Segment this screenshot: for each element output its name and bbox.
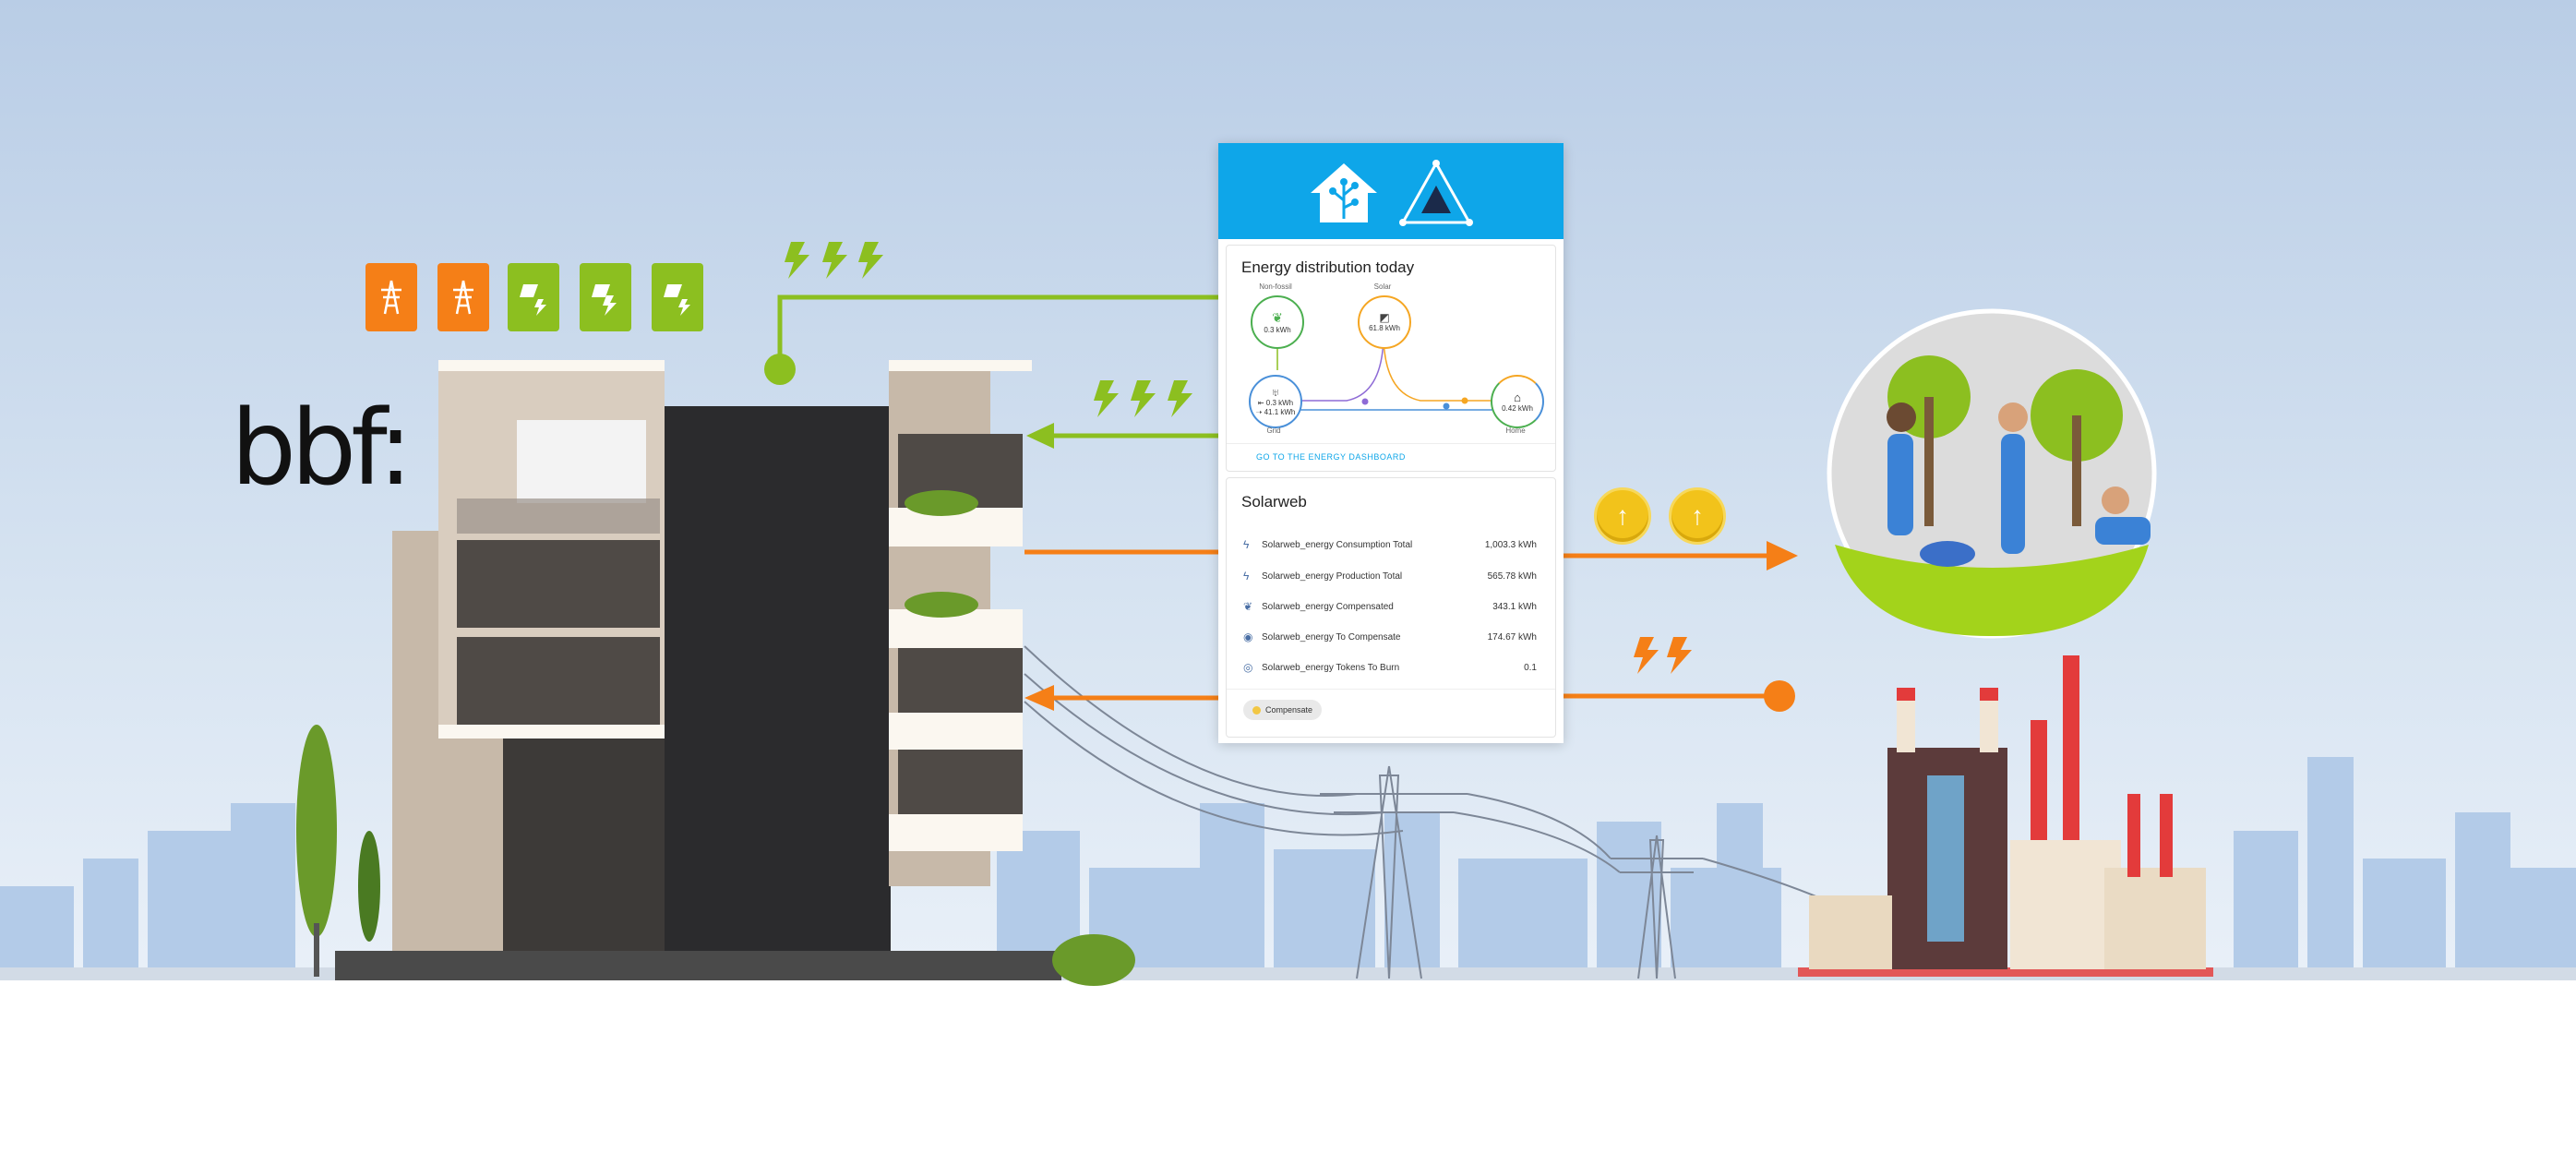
row-label: Solarweb_energy Tokens To Burn <box>1262 662 1400 673</box>
home-node[interactable]: ⌂ 0.42 kWh <box>1491 375 1544 428</box>
solar-label: Solar <box>1373 282 1392 291</box>
lightning-icon: ϟ <box>1243 570 1250 582</box>
badge-solar-2 <box>580 263 631 331</box>
home-assistant-icon <box>1311 163 1377 222</box>
row-value: 174.67 kWh <box>1487 631 1537 643</box>
solar-panel-icon <box>520 284 546 316</box>
solar-panel-icon <box>664 284 690 316</box>
row-value: 343.1 kWh <box>1492 601 1537 612</box>
lightning-bolts-green <box>785 242 1192 417</box>
city-skyline <box>0 757 2576 979</box>
trees-left <box>296 490 1135 986</box>
energy-flow-lines <box>764 294 1798 712</box>
solar-battery-icon <box>592 284 617 316</box>
compensate-label: Compensate <box>1265 705 1313 715</box>
coin-icon: ↑ <box>1594 487 1651 545</box>
grid-node[interactable]: ♅ ⇤ 0.3 kWh ➝ 41.1 kWh <box>1249 375 1302 428</box>
solarweb-row[interactable]: ◉ Solarweb_energy To Compensate 174.67 k… <box>1243 626 1537 648</box>
community-planting-scene <box>1827 308 2157 639</box>
energy-dashboard-link[interactable]: GO TO THE ENERGY DASHBOARD <box>1256 452 1406 462</box>
grid-value-in: ⇤ 0.3 kWh <box>1257 399 1294 408</box>
solarweb-title: Solarweb <box>1241 493 1307 510</box>
compensate-icon: ◉ <box>1243 631 1253 643</box>
lightning-bolts-orange <box>1634 637 1692 674</box>
triangle-logo-icon <box>1399 160 1473 226</box>
grid-label: Grid <box>1266 426 1281 435</box>
solarweb-row[interactable]: ϟ Solarweb_energy Production Total 565.7… <box>1243 565 1537 587</box>
solarweb-card: Solarweb ϟ Solarweb_energy Consumption T… <box>1226 477 1556 738</box>
token-icon: ◎ <box>1243 661 1253 674</box>
solarweb-row[interactable]: ❦ Solarweb_energy Compensated 343.1 kWh <box>1243 595 1537 618</box>
power-tower-icon <box>453 280 473 315</box>
energy-distribution-card: Energy distribution today Non-fossil ❦ 0… <box>1226 245 1556 472</box>
power-tower-icon <box>381 280 401 315</box>
lightning-icon: ϟ <box>1243 538 1250 551</box>
apartment-building <box>335 360 1061 980</box>
home-icon: ⌂ <box>1514 390 1521 404</box>
home-label: Home <box>1505 426 1526 435</box>
leaf-icon: ❦ <box>1272 309 1283 325</box>
non-fossil-value: 0.3 kWh <box>1264 325 1291 334</box>
solarweb-row[interactable]: ϟ Solarweb_energy Consumption Total 1,00… <box>1243 534 1537 556</box>
row-value: 565.78 kWh <box>1487 570 1537 582</box>
factory <box>1798 655 2213 977</box>
coin-icon <box>1252 705 1261 715</box>
row-value: 0.1 <box>1524 662 1537 673</box>
power-tower-icon: ♅ <box>1271 386 1280 400</box>
grid-value-out: ➝ 41.1 kWh <box>1255 408 1296 416</box>
solar-value: 61.8 kWh <box>1369 324 1400 333</box>
badge-solar-3 <box>652 263 703 331</box>
bbf-logo: bbf: <box>231 389 413 509</box>
row-label: Solarweb_energy Consumption Total <box>1262 539 1413 550</box>
energy-card-title: Energy distribution today <box>1241 258 1415 276</box>
row-value: 1,003.3 kWh <box>1484 539 1537 550</box>
badge-grid-1 <box>365 263 417 331</box>
home-value: 0.42 kWh <box>1502 403 1533 413</box>
non-fossil-node[interactable]: ❦ 0.3 kWh <box>1251 295 1304 349</box>
power-pylons <box>1024 645 1856 979</box>
solarweb-row[interactable]: ◎ Solarweb_energy Tokens To Burn 0.1 <box>1243 656 1537 679</box>
leaf-icon: ❦ <box>1243 600 1253 613</box>
non-fossil-label: Non-fossil <box>1259 282 1292 291</box>
coin-icon: ↑ <box>1669 487 1726 545</box>
badge-grid-2 <box>437 263 489 331</box>
home-assistant-dashboard: Energy distribution today Non-fossil ❦ 0… <box>1218 143 1564 743</box>
solar-node[interactable]: ◩ 61.8 kWh <box>1358 295 1411 349</box>
solar-panel-icon: ◩ <box>1379 311 1390 325</box>
dashboard-header <box>1218 143 1564 239</box>
row-label: Solarweb_energy Production Total <box>1262 570 1403 582</box>
badge-solar-1 <box>508 263 559 331</box>
row-label: Solarweb_energy Compensated <box>1262 601 1394 612</box>
row-label: Solarweb_energy To Compensate <box>1262 631 1401 643</box>
compensate-button[interactable]: Compensate <box>1243 700 1323 720</box>
